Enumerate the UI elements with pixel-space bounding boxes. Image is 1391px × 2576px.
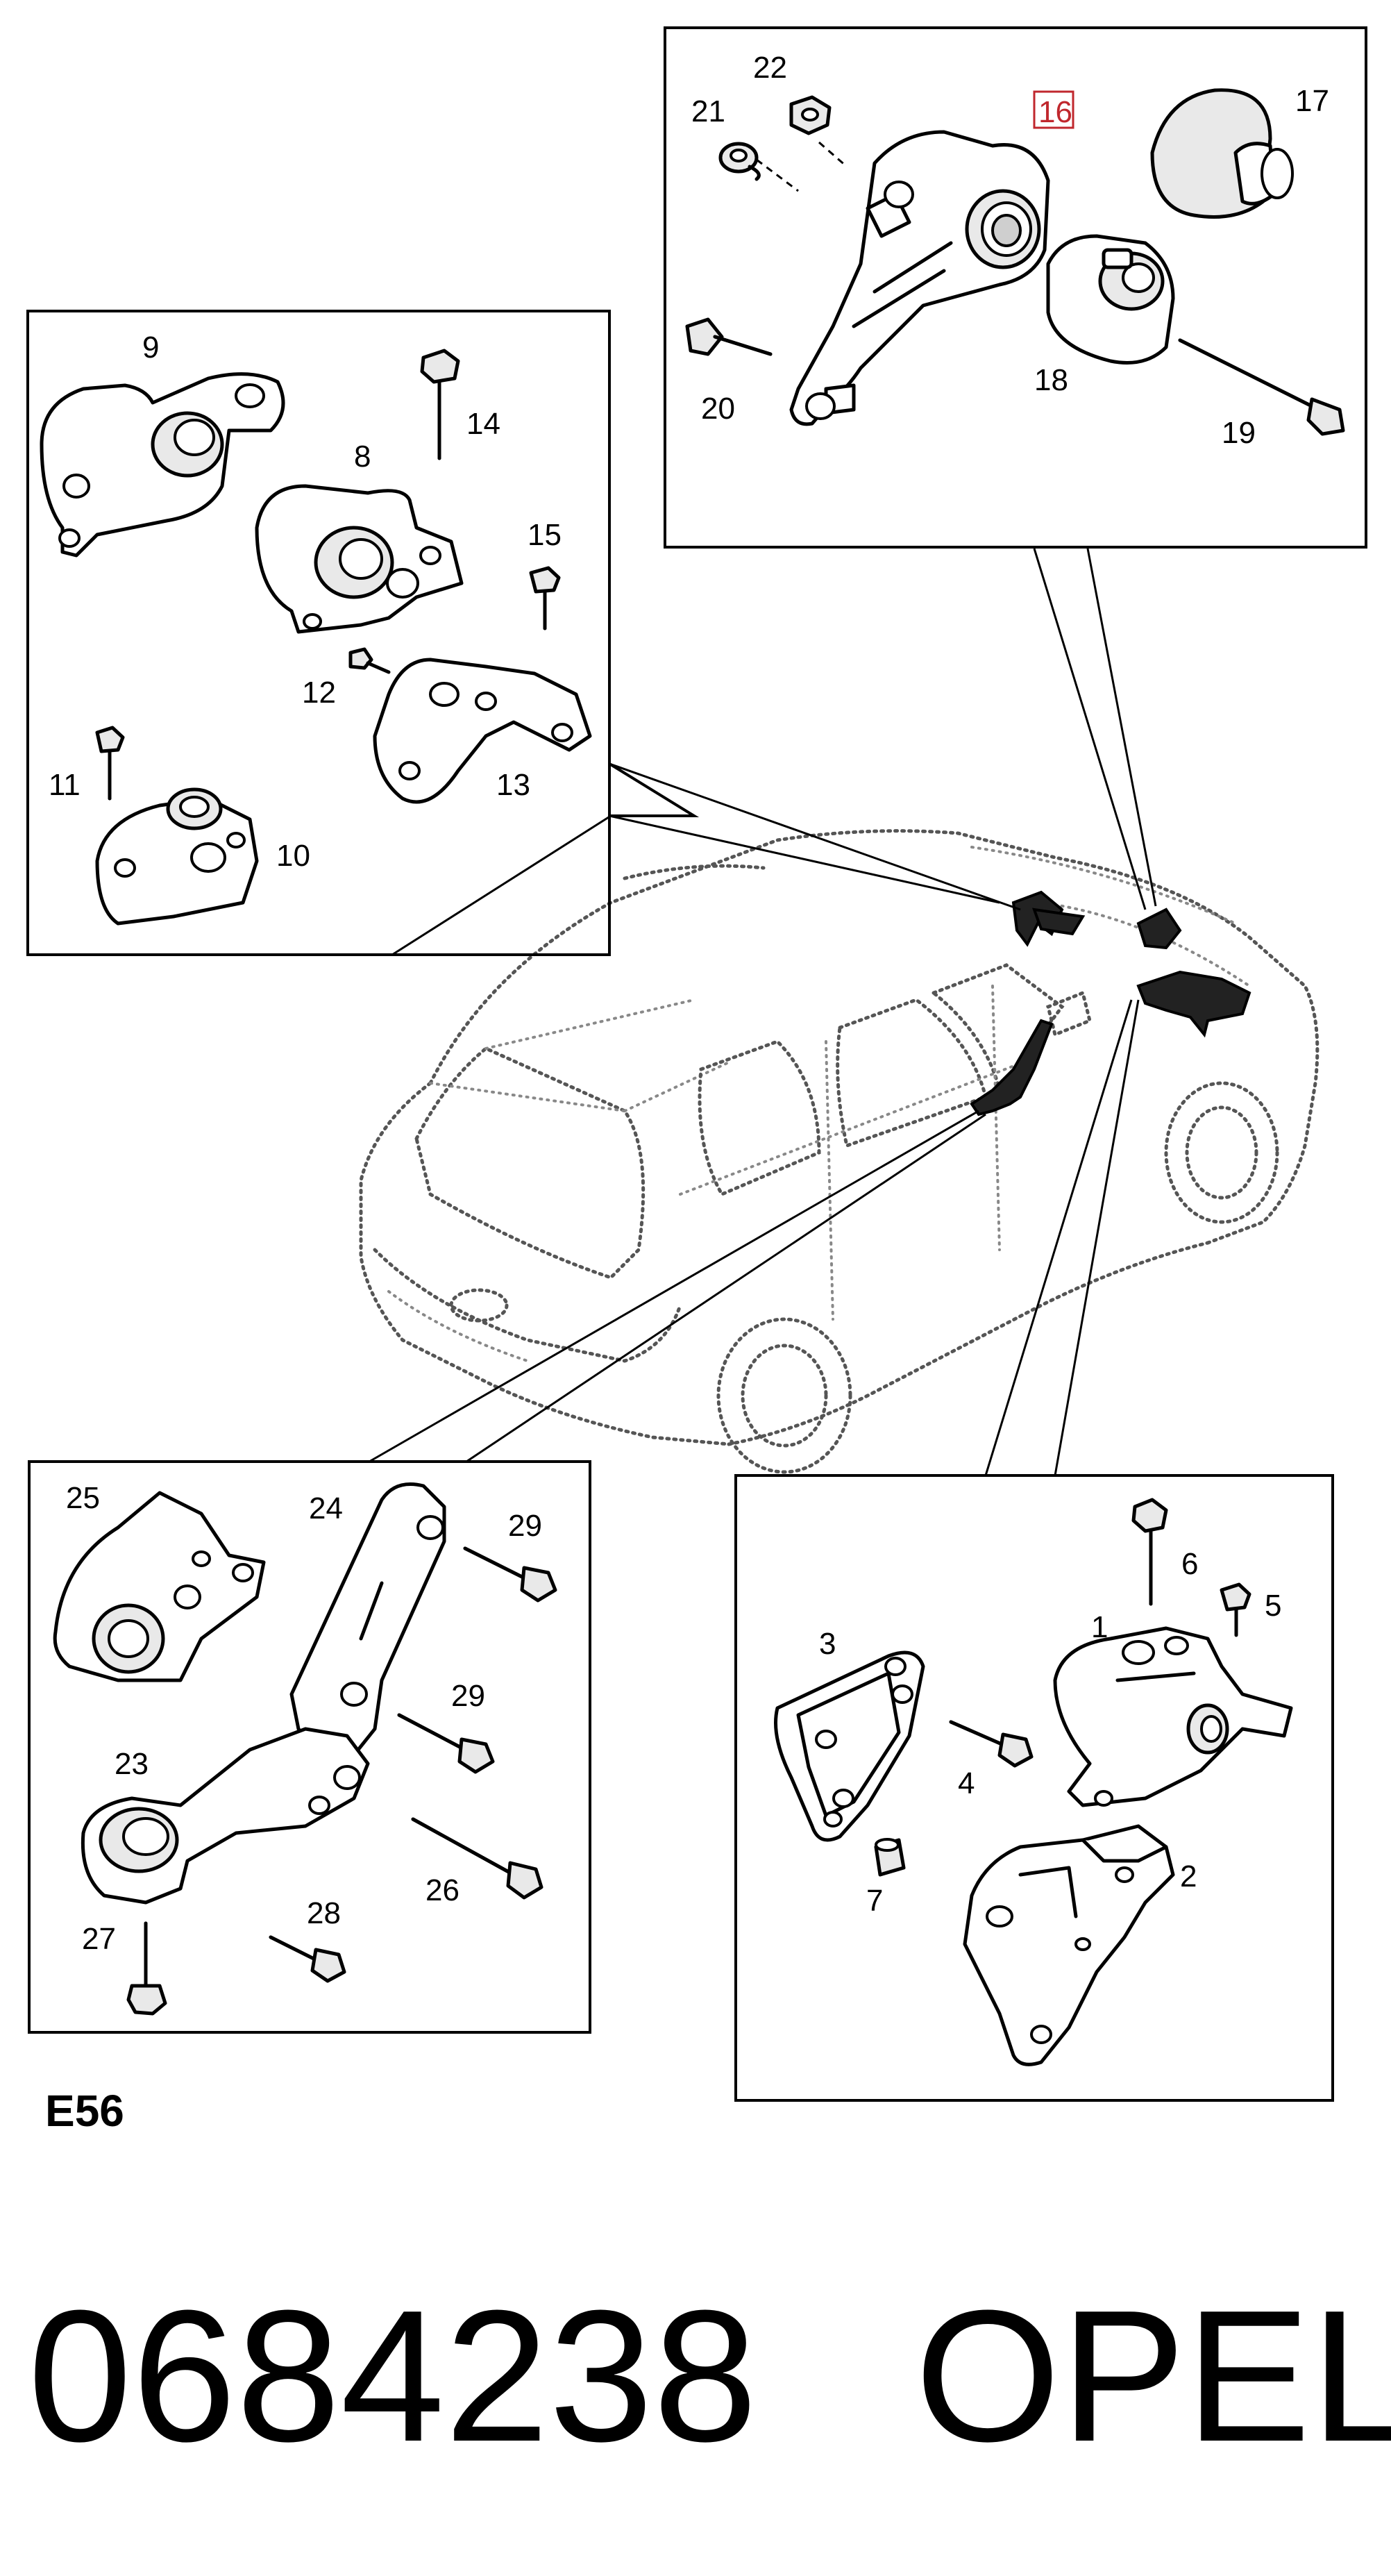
detail-box-bottom-left (28, 1460, 591, 2034)
callout-29-lower: 29 (451, 1679, 485, 1713)
callout-16: 16 (1038, 95, 1072, 129)
leader-lines (369, 548, 1157, 1476)
bolt-11 (95, 726, 125, 801)
bolt-6 (1131, 1498, 1168, 1606)
nut-22 (789, 95, 832, 135)
bolt-20 (685, 317, 773, 356)
bracket-13 (373, 658, 592, 804)
nut-21 (718, 142, 761, 181)
torque-arm-23 (81, 1727, 370, 1905)
callout-13: 13 (496, 768, 530, 802)
callout-4: 4 (958, 1766, 975, 1800)
callout-10: 10 (276, 839, 310, 873)
callout-29-upper: 29 (508, 1509, 542, 1543)
sleeve-7 (874, 1838, 906, 1877)
callout-12: 12 (302, 676, 336, 710)
callout-26: 26 (425, 1873, 460, 1907)
callout-9: 9 (142, 331, 159, 365)
mount-8 (255, 484, 464, 634)
callout-15: 15 (528, 518, 562, 552)
bolt-29-upper (463, 1546, 557, 1603)
mount-9 (40, 372, 285, 558)
callout-27: 27 (82, 1922, 116, 1956)
vehicle-outline (359, 829, 1320, 1474)
callout-18: 18 (1034, 363, 1068, 397)
diagram-code: E56 (45, 2086, 124, 2136)
callout-24: 24 (309, 1491, 343, 1525)
highlight-frame-16 (1033, 90, 1074, 129)
bolt-27 (126, 1921, 167, 2016)
callout-3: 3 (819, 1627, 836, 1661)
callout-17: 17 (1295, 84, 1329, 118)
callout-11: 11 (49, 768, 81, 802)
callout-7: 7 (866, 1884, 883, 1918)
brand-name: OPEL (915, 2272, 1391, 2481)
callout-23: 23 (115, 1747, 149, 1781)
callout-14: 14 (466, 407, 500, 441)
callout-1: 1 (1091, 1610, 1108, 1644)
bolt-15 (529, 566, 561, 630)
bolt-4 (949, 1720, 1034, 1768)
bolt-26 (411, 1817, 543, 1900)
mount-cap-17 (1150, 88, 1294, 219)
detail-group-bottom-right: 1 2 3 4 5 6 7 (774, 1498, 1293, 2066)
torque-arm-24 (289, 1482, 446, 1766)
bolt-14 (420, 349, 460, 460)
plate-3 (774, 1650, 925, 1842)
detail-group-top-right: 16 17 18 19 20 21 22 (685, 51, 1345, 450)
bushing-18 (1046, 234, 1175, 365)
callout-6: 6 (1181, 1547, 1198, 1581)
callout-8: 8 (354, 440, 371, 474)
bolt-5 (1220, 1582, 1251, 1637)
bolt-29-lower (397, 1713, 495, 1774)
detail-group-left: 8 9 10 11 12 13 14 15 (40, 331, 592, 926)
callout-19: 19 (1222, 416, 1256, 450)
callout-22: 22 (753, 51, 787, 85)
callout-20: 20 (701, 392, 735, 426)
bolt-12 (348, 647, 391, 674)
callout-28: 28 (307, 1896, 341, 1930)
mount-25 (53, 1491, 266, 1682)
bolt-28 (269, 1935, 346, 1983)
callout-5: 5 (1265, 1589, 1281, 1623)
part-number: 0684238 (28, 2272, 757, 2481)
callout-2: 2 (1180, 1859, 1197, 1893)
bolt-19 (1178, 338, 1345, 436)
detail-group-bottom-left: 23 24 25 26 27 28 29 29 (53, 1481, 557, 2016)
callout-21: 21 (691, 94, 725, 128)
mount-1 (1053, 1626, 1293, 1807)
bracket-2 (963, 1824, 1175, 2066)
callout-25: 25 (66, 1481, 100, 1515)
detail-box-top-right (664, 26, 1367, 549)
detail-box-bottom-right (734, 1474, 1334, 2102)
engine-mount-bracket-16 (789, 130, 1050, 426)
detail-box-left-frame (26, 310, 611, 956)
mount-10 (95, 787, 259, 926)
